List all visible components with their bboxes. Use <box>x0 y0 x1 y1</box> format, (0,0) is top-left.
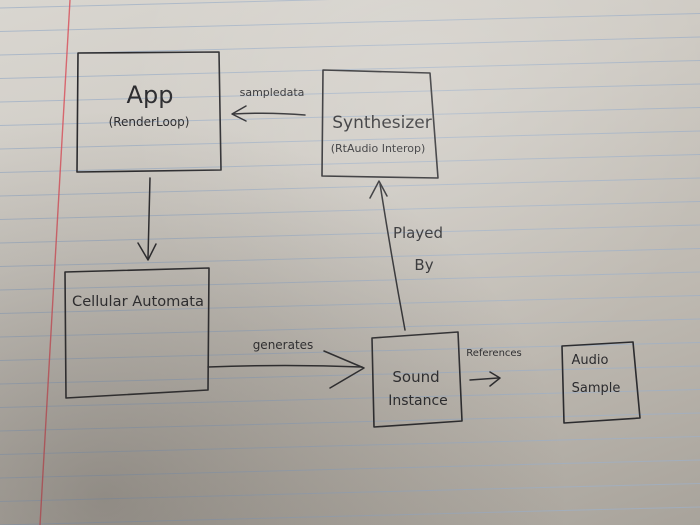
ruled-line <box>0 506 700 525</box>
edge-label-sampledata: sampledata <box>240 86 305 99</box>
audio-sample-node: Audio Sample <box>561 341 641 424</box>
synthesizer-subtitle: (RtAudio Interop) <box>331 142 426 155</box>
arrow-automata-to-sound <box>207 364 363 368</box>
ruled-line <box>0 201 700 220</box>
audio-sample-line1: Audio <box>572 353 609 368</box>
ruled-line <box>0 83 700 103</box>
arrowhead-sound-to-synth <box>369 180 388 199</box>
edge-synth-to-app: sampledata <box>231 86 306 122</box>
ruled-line <box>0 483 700 502</box>
ruled-line <box>0 154 700 173</box>
edge-label-by: By <box>414 256 433 274</box>
edge-automata-to-sound: generates <box>207 338 365 389</box>
ruled-line <box>0 295 700 314</box>
cellular-automata-box <box>64 267 210 399</box>
ruled-line <box>0 0 331 9</box>
ruled-line <box>0 224 700 244</box>
edge-sound-to-sample: References <box>466 348 522 387</box>
sound-instance-line2: Instance <box>388 393 448 409</box>
synthesizer-box <box>321 69 439 179</box>
ruled-line <box>0 60 700 79</box>
arrowhead-automata-to-sound <box>323 350 365 389</box>
ruled-line <box>0 436 700 455</box>
ruled-line <box>0 248 700 267</box>
ruled-line <box>0 13 700 32</box>
ruled-line <box>0 130 700 150</box>
app-subtitle: (RenderLoop) <box>109 115 190 129</box>
edge-label-generates: generates <box>253 338 314 352</box>
arrowhead-sound-to-sample <box>489 371 501 387</box>
ruled-line <box>0 271 700 291</box>
synthesizer-title: Synthesizer <box>332 113 431 133</box>
sound-instance-box <box>371 331 463 428</box>
sound-instance-line1: Sound <box>392 368 439 386</box>
audio-sample-box <box>561 341 641 424</box>
arrow-sound-to-synth <box>379 183 406 331</box>
arrowhead-app-to-automata <box>137 242 157 261</box>
sound-instance-node: Sound Instance <box>371 331 463 428</box>
ruled-line <box>0 107 700 126</box>
edge-label-played: Played <box>393 224 443 242</box>
ruled-line <box>0 318 700 338</box>
audio-sample-line2: Sample <box>572 381 621 396</box>
synthesizer-node: Synthesizer (RtAudio Interop) <box>321 69 439 179</box>
ruled-line <box>0 365 700 385</box>
ruled-line <box>0 412 700 432</box>
arrow-synth-to-app <box>232 112 306 116</box>
arrow-app-to-automata <box>147 177 151 259</box>
edge-sound-to-synth: Played By <box>369 180 443 331</box>
app-box <box>76 51 222 173</box>
margin-line <box>39 0 71 525</box>
app-node: App (RenderLoop) <box>76 51 222 173</box>
ruled-line <box>0 459 700 479</box>
edge-label-references: References <box>466 348 522 359</box>
app-title: App <box>127 81 174 109</box>
arrowhead-synth-to-app <box>231 105 247 122</box>
cellular-automata-title: Cellular Automata <box>72 294 204 310</box>
ruled-line <box>0 389 700 408</box>
cellular-automata-node: Cellular Automata <box>64 267 210 399</box>
ruled-line <box>0 177 700 197</box>
edge-app-to-automata <box>137 177 157 261</box>
arrow-sound-to-sample <box>469 377 499 381</box>
